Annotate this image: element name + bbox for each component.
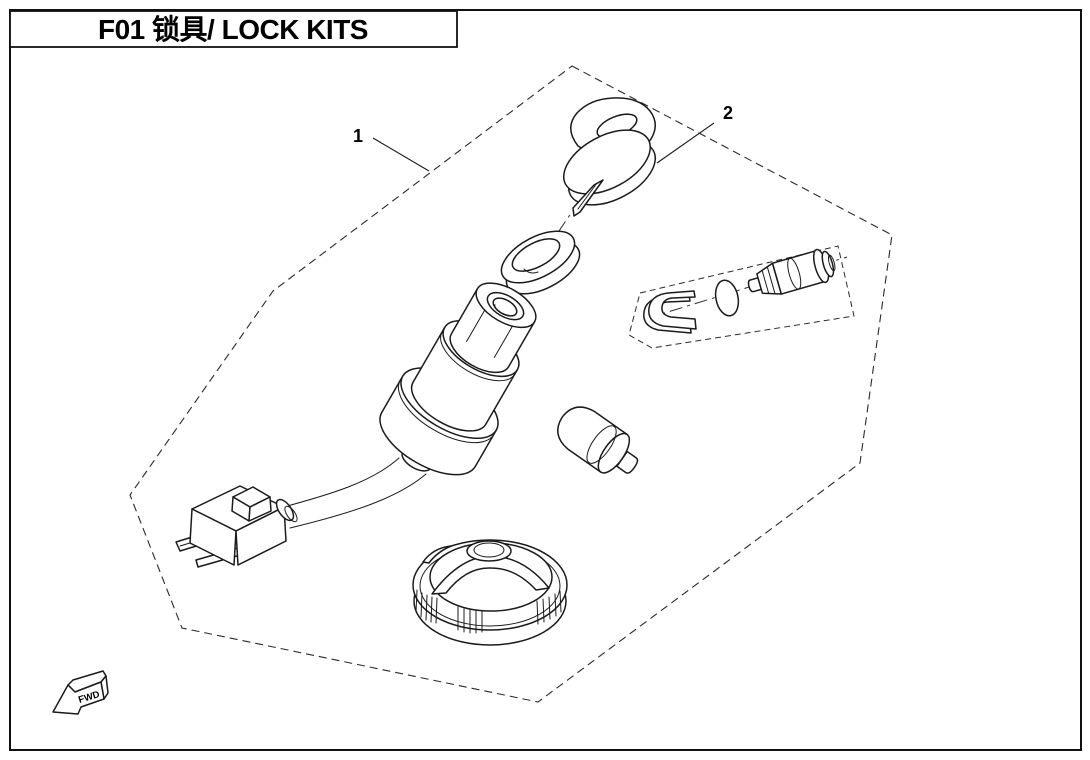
wire-connector (175, 485, 298, 568)
barrel-stub (616, 450, 639, 474)
ignition-key (562, 97, 657, 217)
page-border (9, 9, 1082, 751)
switch-wire (279, 457, 427, 529)
knurl-center (457, 606, 483, 634)
knurl-left (415, 589, 438, 624)
key-blade (572, 179, 604, 217)
lock-core (747, 248, 836, 295)
title-box (9, 10, 458, 48)
fwd-arrow-icon (52, 681, 105, 715)
retaining-clip (643, 290, 697, 334)
assembly-boundary-outline (129, 65, 893, 703)
knurl-right (536, 590, 562, 625)
fwd-direction-indicator: FWD (52, 670, 109, 715)
callout-2-leader (656, 122, 715, 164)
cap-handle (431, 555, 550, 595)
page-title: F01 锁具/ LOCK KITS (98, 13, 368, 45)
callout-1-label: 1 (353, 126, 363, 146)
inset-panel-outline (628, 245, 855, 349)
callout-2-label: 2 (723, 103, 733, 123)
callout-1-leader (372, 137, 430, 172)
lock-barrel (557, 406, 639, 474)
lock-washer (500, 230, 581, 295)
o-ring (714, 279, 740, 317)
fuel-cap (412, 539, 568, 646)
ignition-switch-body (379, 282, 537, 476)
